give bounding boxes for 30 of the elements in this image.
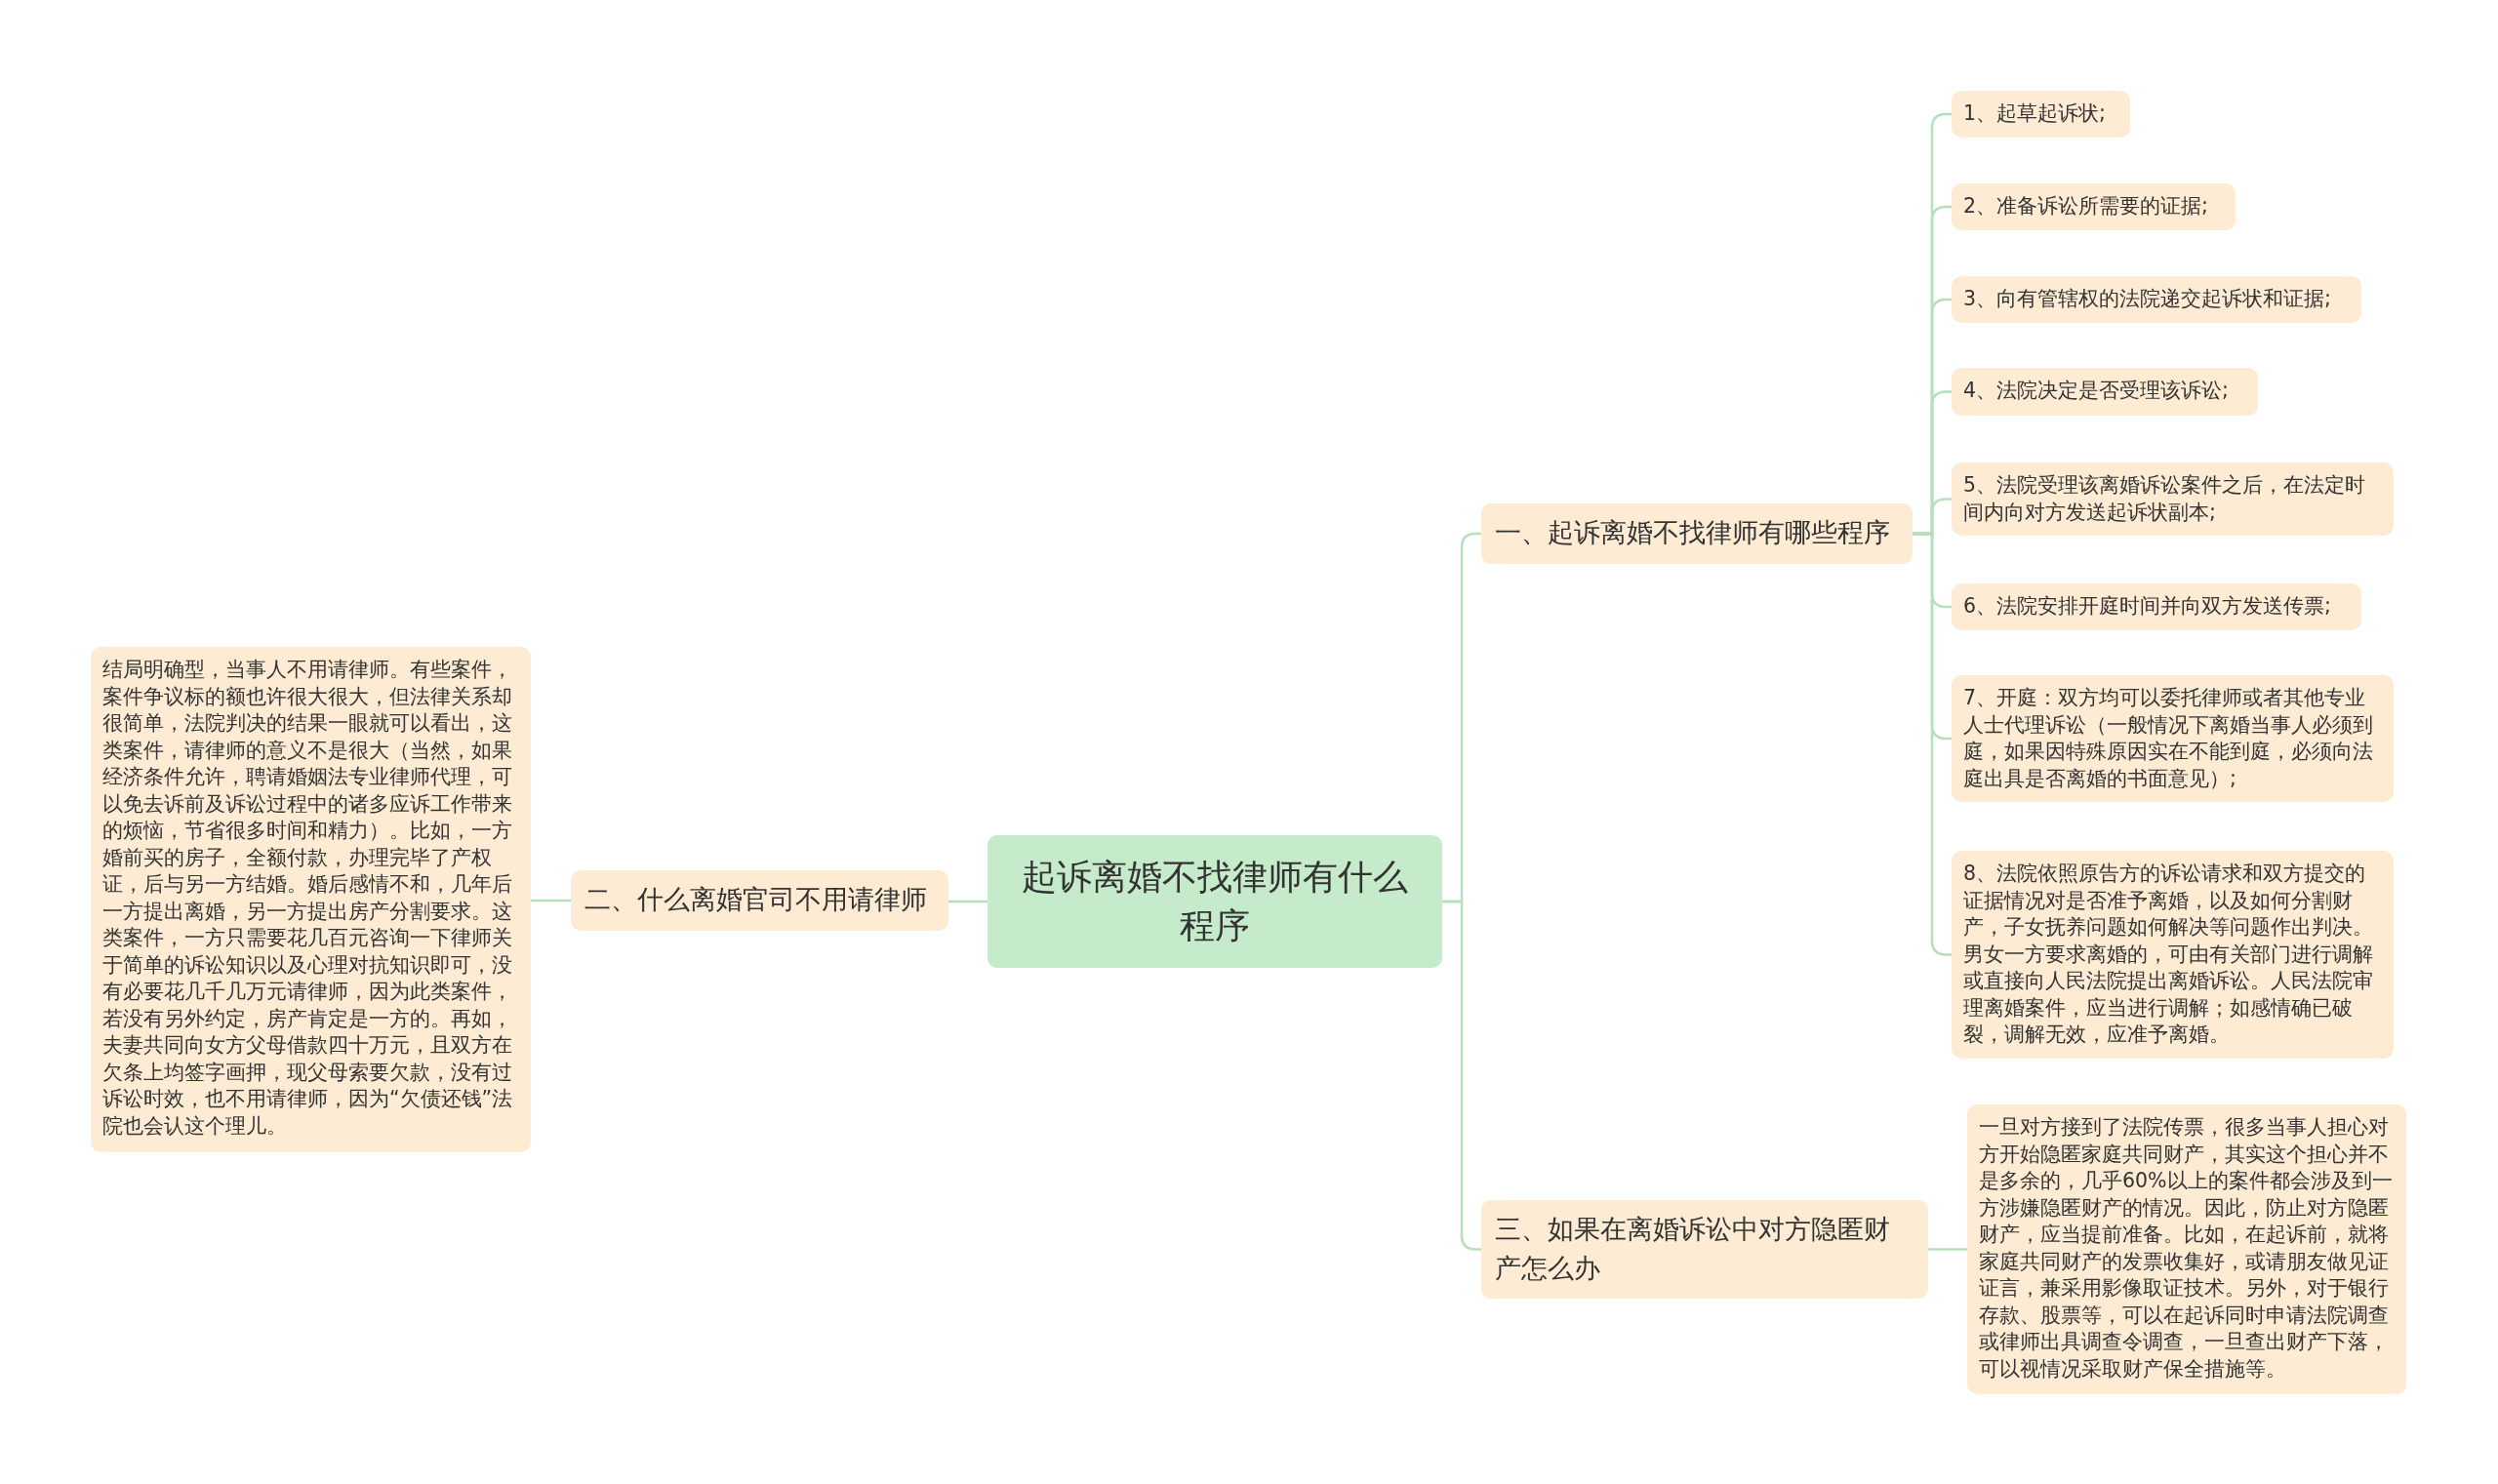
subtopic-text: 三、如果在离婚诉讼中对方隐匿财产怎么办	[1495, 1213, 1891, 1285]
subtopic-text: 一、起诉离婚不找律师有哪些程序	[1495, 516, 1891, 549]
note-box	[1952, 91, 2130, 138]
note-text: 1、起草起诉状;	[1963, 100, 2107, 127]
connector-line	[948, 900, 987, 903]
subtopic-box	[1481, 503, 1913, 564]
note-box	[1952, 368, 2258, 416]
note-box	[1952, 276, 2361, 323]
subtopic-box	[571, 870, 948, 931]
note-text: 一旦对方接到了法院传票，很多当事人担心对方开始隐匿家庭共同财产，其实这个担心并不是多余的，几乎60%以上的案件都会涉及到一方涉嫌隐匿财产的情况。因此，防止对方隐匿财产，应当提前准备。比如，在起诉前，就将家庭共同财产的发票收集好，或请朋友做见证证言，兼采用影像取证技术。另外，对于银行存款、股票等，可以在起诉同时申请法院调查或律师出具调查令调查，一旦查出财产下落，可以视情况采取财产保全措施等。	[1979, 1114, 2394, 1383]
note-text: 6、法院安排开庭时间并向双方发送传票;	[1963, 593, 2332, 620]
note-box	[1952, 583, 2361, 630]
note-text: 3、向有管辖权的法院递交起诉状和证据;	[1963, 286, 2332, 312]
note-box	[1952, 462, 2394, 536]
note-text: 4、法院决定是否受理该诉讼;	[1963, 378, 2230, 404]
topic-text: 起诉离婚不找律师有什么程序	[1021, 856, 1409, 947]
note-box	[1952, 675, 2394, 802]
note-text: 7、开庭：双方均可以委托律师或者其他专业人士代理诉讼（一般情况下离婚当事人必须到庭，如果因特殊原因实在不能到庭，必须向法庭出具是否离婚的书面意见）;	[1963, 685, 2374, 792]
note-text: 2、准备诉讼所需要的证据;	[1963, 193, 2209, 220]
note-text: 8、法院依照原告方的诉讼请求和双方提交的证据情况对是否准予离婚，以及如何分割财产，子女抚养问题如何解决等问题作出判决。男女一方要求离婚的，可由有关部门进行调解或直接向人民法院提出离婚诉讼。人民法院审理离婚案件，应当进行调解；如感情确已破裂，调解无效，应准予离婚。	[1963, 861, 2374, 1048]
note-box	[1952, 851, 2394, 1059]
connector-line	[1928, 1248, 1967, 1251]
connector-line	[531, 899, 571, 902]
topic-box	[987, 835, 1442, 968]
note-text: 结局明确型，当事人不用请律师。有些案件，案件争议标的额也许很大很大，但法律关系却很简单，法院判决的结果一眼就可以看出，这类案件，请律师的意义不是很大（当然，如果经济条件允许，聘请婚姻法专业律师代理，可以免去诉前及诉讼过程中的诸多应诉工作带来的烦恼，节省很多时间和精力）。比如，一方婚前买的房子，全额付款，办理完毕了产权证，后与另一方结婚。婚后感情不和，几年后一方提出离婚，另一方提出房产分割要求。这类案件，一方只需要花几百元咨询一下律师关于简单的诉讼知识以及心理对抗知识即可，没有必要花几千几万元请律师，因为此类案件，若没有另外约定，房产肯定是一方的。再如，夫妻共同向女方父母借款四十万元，且双方在欠条上均签字画押，现父母索要欠款，没有过诉讼时效，也不用请律师，因为“欠债还钱”法院也会认这个理儿。	[102, 657, 514, 1140]
connector-line	[1913, 532, 1952, 956]
note-box	[1952, 183, 2236, 230]
note-text: 5、法院受理该离婚诉讼案件之后，在法定时间内向对方发送起诉状副本;	[1963, 472, 2367, 526]
subtopic-box	[1481, 1200, 1928, 1299]
subtopic-text: 二、什么离婚官司不用请律师	[584, 883, 928, 916]
